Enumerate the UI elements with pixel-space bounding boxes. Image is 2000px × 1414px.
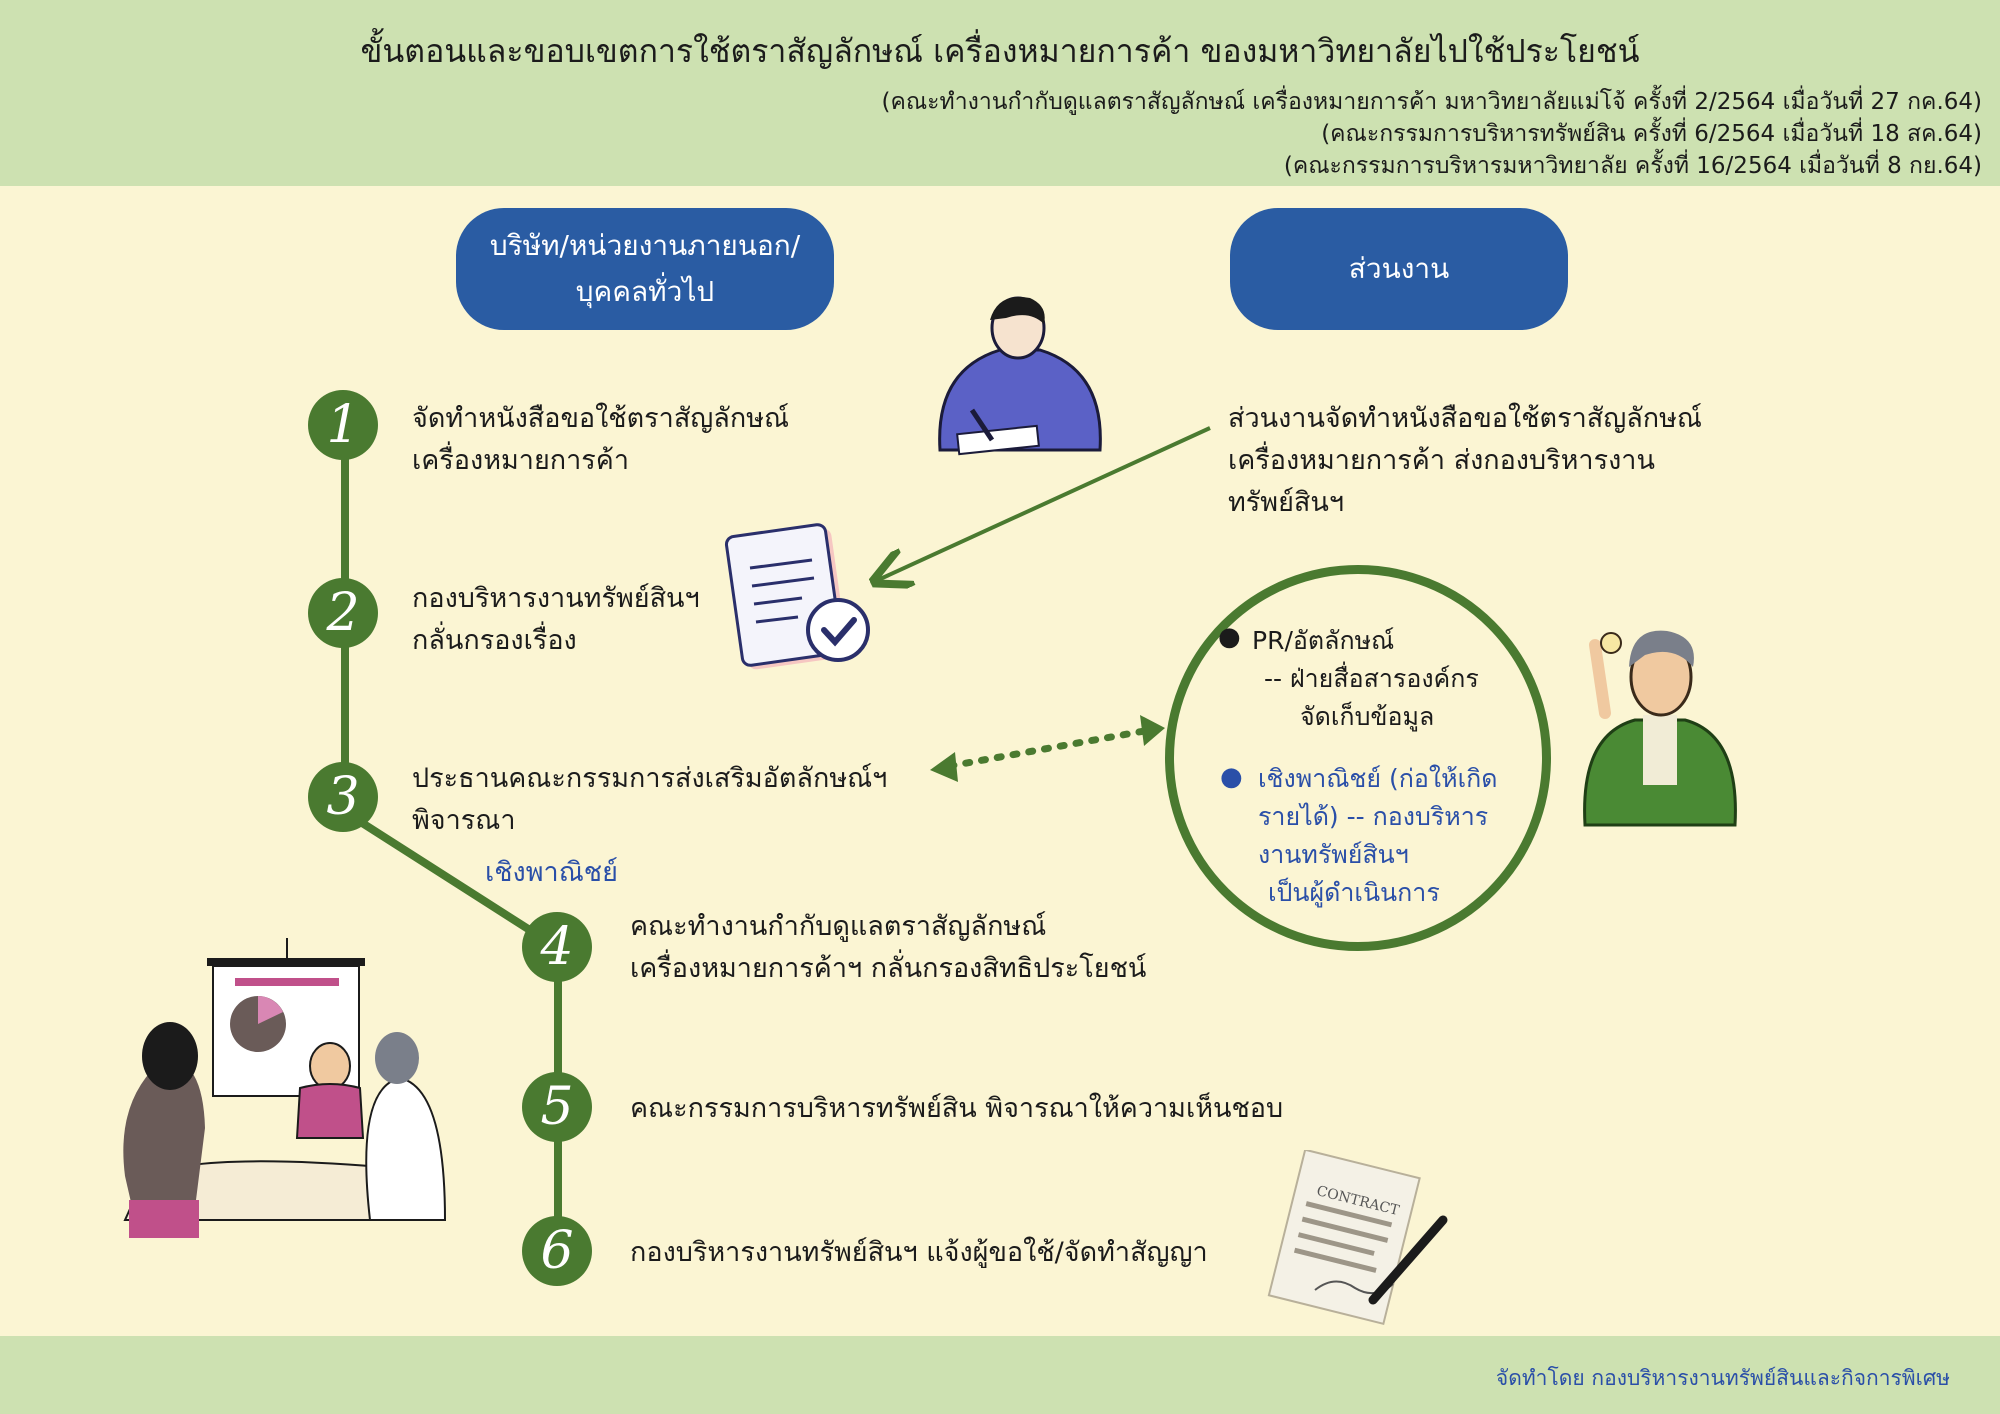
step-6-text: กองบริหารงานทรัพย์สินฯ แจ้งผู้ขอใช้/จัดท… [630, 1232, 1208, 1274]
step-line: ประธานคณะกรรมการส่งเสริมอัตลักษณ์ฯ [412, 763, 888, 794]
pr-scope-text: PR/อัตลักษณ์ -- ฝ่ายสื่อสารองค์กร จัดเก็… [1252, 622, 1479, 736]
step-3-text: ประธานคณะกรรมการส่งเสริมอัตลักษณ์ฯ พิจาร… [412, 758, 887, 842]
pill-internal: ส่วนงาน [1230, 208, 1568, 330]
header-band: ขั้นตอนและขอบเขตการใช้ตราสัญลักษณ์ เครื่… [0, 0, 2000, 186]
commercial-scope-text: เชิงพาณิชย์ (ก่อให้เกิด รายได้) -- กองบร… [1258, 760, 1498, 912]
man-writing-illustration [938, 296, 1102, 456]
step-line: จัดทำหนังสือขอใช้ตราสัญลักษณ์ [412, 403, 790, 434]
step-line: กองบริหารงานทรัพย์สินฯ [412, 583, 700, 614]
reference-line: (คณะกรรมการบริหารทรัพย์สิน ครั้งที่ 6/25… [1321, 121, 1982, 147]
step-line: กลั่นกรองเรื่อง [412, 625, 577, 656]
step-number-2: 2 [308, 578, 378, 648]
step-number-6: 6 [522, 1216, 592, 1286]
bullet-dot: ● [1218, 622, 1241, 652]
internal-step-line: เครื่องหมายการค้า ส่งกองบริหารงาน [1228, 445, 1655, 476]
reference-line: (คณะกรรมการบริหารมหาวิทยาลัย ครั้งที่ 16… [1283, 153, 1982, 179]
internal-step-text: ส่วนงานจัดทำหนังสือขอใช้ตราสัญลักษณ์ เคร… [1228, 398, 1702, 524]
footer-band: จัดทำโดย กองบริหารงานทรัพย์สินและกิจการพ… [0, 1336, 2000, 1414]
scope-circle [1165, 565, 1551, 951]
contract-illustration: CONTRACT [1267, 1150, 1448, 1326]
page-title: ขั้นตอนและขอบเขตการใช้ตราสัญลักษณ์ เครื่… [360, 32, 1640, 70]
internal-step-line: ส่วนงานจัดทำหนังสือขอใช้ตราสัญลักษณ์ [1228, 403, 1702, 434]
step-number-5: 5 [522, 1072, 592, 1142]
dotted-double-arrow [946, 726, 1154, 770]
pr-line: จัดเก็บข้อมูล [1300, 702, 1435, 731]
pill-external: บริษัท/หน่วยงานภายนอก/ บุคคลทั่วไป [456, 208, 834, 330]
idea-man-illustration [1583, 630, 1737, 827]
checklist-icon [724, 523, 870, 670]
step-4-text: คณะทำงานกำกับดูแลตราสัญลักษณ์ เครื่องหมา… [630, 906, 1146, 990]
commercial-line: เชิงพาณิชย์ (ก่อให้เกิด [1258, 764, 1498, 793]
pr-line: PR/อัตลักษณ์ [1252, 626, 1395, 655]
pr-line: -- ฝ่ายสื่อสารองค์กร [1264, 664, 1479, 693]
reference-line: (คณะทำงานกำกับดูแลตราสัญลักษณ์ เครื่องหม… [881, 89, 1982, 115]
internal-step-line: ทรัพย์สินฯ [1228, 487, 1345, 518]
internal-arrow [878, 426, 1211, 580]
pill-external-line: บุคคลทั่วไป [575, 275, 715, 308]
step-line: พิจารณา [412, 805, 516, 836]
pill-external-line: บริษัท/หน่วยงานภายนอก/ [489, 229, 801, 262]
commercial-line: รายได้) -- กองบริหาร [1258, 802, 1489, 831]
step-number-4: 4 [522, 912, 592, 982]
step-line: คณะทำงานกำกับดูแลตราสัญลักษณ์ [630, 911, 1047, 942]
commercial-line: งานทรัพย์สินฯ [1258, 840, 1409, 869]
reference-notes: (คณะทำงานกำกับดูแลตราสัญลักษณ์ เครื่องหม… [881, 86, 1982, 182]
step-line: กองบริหารงานทรัพย์สินฯ แจ้งผู้ขอใช้/จัดท… [630, 1237, 1208, 1268]
step-1-text: จัดทำหนังสือขอใช้ตราสัญลักษณ์ เครื่องหมา… [412, 398, 789, 482]
footer-credit: จัดทำโดย กองบริหารงานทรัพย์สินและกิจการพ… [1495, 1366, 1950, 1390]
meeting-illustration [123, 938, 447, 1238]
commercial-line: เป็นผู้ดำเนินการ [1268, 878, 1440, 907]
bullet-dot: ● [1220, 762, 1243, 792]
step-line: เครื่องหมายการค้า [412, 445, 630, 476]
step-number-3: 3 [308, 762, 378, 832]
step-5-text: คณะกรรมการบริหารทรัพย์สิน พิจารณาให้ความ… [630, 1088, 1283, 1130]
step-line: คณะกรรมการบริหารทรัพย์สิน พิจารณาให้ความ… [630, 1093, 1284, 1124]
step-2-text: กองบริหารงานทรัพย์สินฯ กลั่นกรองเรื่อง [412, 578, 700, 662]
commercial-label: เชิงพาณิชย์ [485, 857, 618, 888]
step-line: เครื่องหมายการค้าฯ กลั่นกรองสิทธิประโยชน… [630, 953, 1147, 984]
step-number-1: 1 [308, 390, 378, 460]
arrowhead-left [930, 752, 958, 782]
arrowhead-right [1140, 715, 1165, 746]
